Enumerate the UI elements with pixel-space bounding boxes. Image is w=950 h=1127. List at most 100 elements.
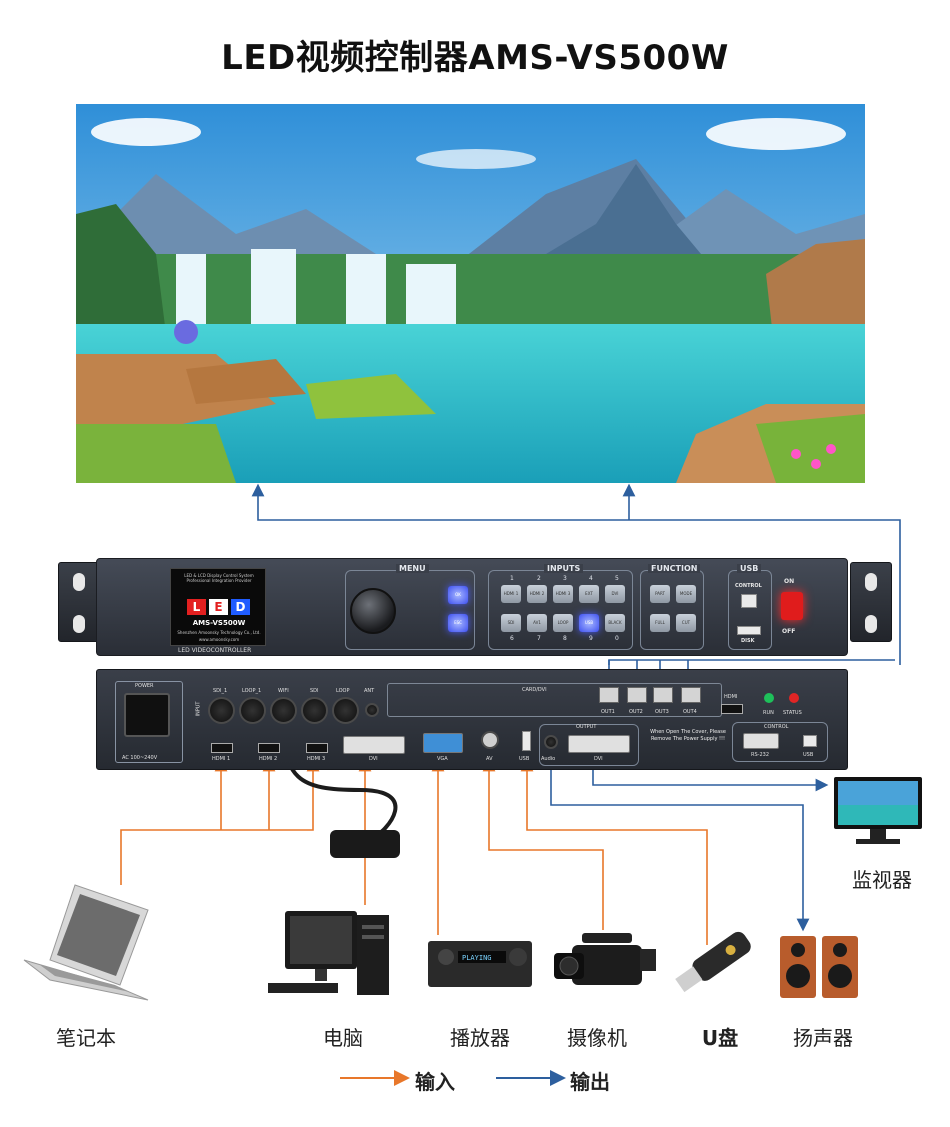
input-key-hdmi2[interactable]: HDMI 2 (527, 585, 547, 603)
menu-label: MENU (396, 564, 429, 573)
port-label-wifi: WIFI (278, 688, 289, 694)
function-key-mode[interactable]: MODE (676, 585, 696, 603)
port-label-sdi1: SDI_1 (213, 688, 228, 694)
front-caption: LED VIDEOCONTROLLER (178, 647, 252, 654)
net-out2-port[interactable] (627, 687, 647, 703)
function-key-full[interactable]: FULL (650, 614, 670, 632)
input-num-7: 7 (537, 635, 541, 642)
out1-label: OUT1 (601, 709, 615, 715)
dvi-out-label: DVI (594, 756, 603, 762)
av-label: AV (486, 756, 493, 762)
net-out4-port[interactable] (681, 687, 701, 703)
net-out1-port[interactable] (599, 687, 619, 703)
power-section (115, 681, 183, 763)
desktop-pc-icon (268, 911, 389, 995)
loop1-port[interactable] (239, 697, 266, 724)
input-key-hdmi1[interactable]: HDMI 1 (501, 585, 521, 603)
logo-letter-d: D (231, 599, 250, 615)
input-num-1: 1 (510, 575, 514, 582)
hdmi3-in-port[interactable] (306, 743, 328, 753)
hdmi-out-label: HDMI (724, 694, 738, 700)
output-label: OUTPUT (576, 724, 597, 730)
legend-output-label: 输出 (570, 1070, 610, 1094)
input-key-av1[interactable]: AV1 (527, 614, 547, 632)
run-label: RUN (763, 710, 774, 716)
esc-key[interactable]: ESC (448, 614, 468, 632)
input-num-2: 2 (537, 575, 541, 582)
input-key-usb[interactable]: USB (579, 614, 599, 632)
udisk-label: U盘 (701, 1026, 739, 1050)
vga-port[interactable] (423, 733, 463, 753)
loop-port[interactable] (332, 697, 359, 724)
menu-knob[interactable] (350, 588, 396, 634)
rs232-label: RS-232 (751, 752, 769, 758)
input-key-ext[interactable]: EXT (579, 585, 599, 603)
port-label-loop: LOOP (336, 688, 350, 694)
usb-label: USB (737, 564, 762, 573)
input-key-loop[interactable]: LOOP (553, 614, 573, 632)
hdmi2-in-port[interactable] (258, 743, 280, 753)
net-out3-port[interactable] (653, 687, 673, 703)
rear-usb-label: USB (803, 752, 814, 758)
logo-letter-e: E (209, 599, 228, 615)
input-key-dvi[interactable]: DVI (605, 585, 625, 603)
out3-label: OUT3 (655, 709, 669, 715)
wifi-antenna-module (330, 830, 400, 858)
usb-in-label: USB (519, 756, 530, 762)
media-player-icon: PLAYING (428, 941, 532, 987)
function-label: FUNCTION (648, 564, 701, 573)
rear-control-label: CONTROL (764, 724, 789, 730)
logo-company: Shenzhen Amoonsky Technology Co., Ltd. (177, 630, 261, 635)
power-switch[interactable] (781, 592, 803, 620)
sdi1-port[interactable] (208, 697, 235, 724)
rear-usb-port[interactable] (803, 735, 817, 747)
run-led (764, 693, 774, 703)
page-title: LED视频控制器AMS-VS500W (221, 38, 729, 78)
logo-model: AMS-VS500W (192, 619, 246, 627)
usb-in-port[interactable] (522, 731, 531, 751)
legend-input-label: 输入 (415, 1070, 455, 1094)
ant-port[interactable] (365, 703, 379, 717)
audio-label: Audio (541, 756, 556, 762)
dvi-in-port[interactable] (343, 736, 405, 754)
function-key-cut[interactable]: CUT (676, 614, 696, 632)
card-label: CARD/DVI (522, 687, 547, 693)
card-slot (387, 683, 722, 717)
rack-ear-right (850, 562, 892, 642)
input-key-black[interactable]: BLACK (605, 614, 625, 632)
power-socket[interactable] (124, 693, 170, 737)
audio-out-port[interactable] (544, 735, 558, 749)
hdmi2-label: HDMI 2 (259, 756, 278, 762)
ok-key[interactable]: OK (448, 586, 468, 604)
input-key-sdi[interactable]: SDI (501, 614, 521, 632)
monitor-label: 监视器 (852, 868, 912, 892)
av-bnc-port[interactable] (481, 731, 499, 749)
wifi-port[interactable] (270, 697, 297, 724)
player-display-text: PLAYING (462, 954, 492, 962)
rs232-port[interactable] (743, 733, 779, 749)
function-group (640, 570, 704, 650)
usb-b-port[interactable] (741, 594, 757, 608)
sdi-port[interactable] (301, 697, 328, 724)
status-label: STATUS (783, 710, 802, 716)
input-num-0: 0 (615, 635, 619, 642)
out4-label: OUT4 (683, 709, 697, 715)
dvi-in-label: DVI (369, 756, 378, 762)
pc-label: 电脑 (323, 1026, 363, 1050)
laptop-label: 笔记本 (56, 1026, 116, 1050)
function-key-part[interactable]: PART (650, 585, 670, 603)
hdmi-out-port[interactable] (721, 704, 743, 714)
monitor-icon (834, 777, 922, 844)
hdmi1-label: HDMI 1 (212, 756, 231, 762)
port-label-loop1: LOOP_1 (242, 688, 262, 694)
input-num-6: 6 (510, 635, 514, 642)
rack-ear-left (58, 562, 100, 642)
logo-letters: L E D (187, 599, 250, 615)
hdmi1-in-port[interactable] (211, 743, 233, 753)
brand-logo-panel: LED & LCD Display Control System Profess… (170, 568, 266, 646)
camera-label: 摄像机 (567, 1026, 627, 1050)
usb-drive-icon (675, 931, 751, 993)
dvi-out-port[interactable] (568, 735, 630, 753)
input-key-hdmi3[interactable]: HDMI 3 (553, 585, 573, 603)
usb-a-port[interactable] (737, 626, 761, 635)
